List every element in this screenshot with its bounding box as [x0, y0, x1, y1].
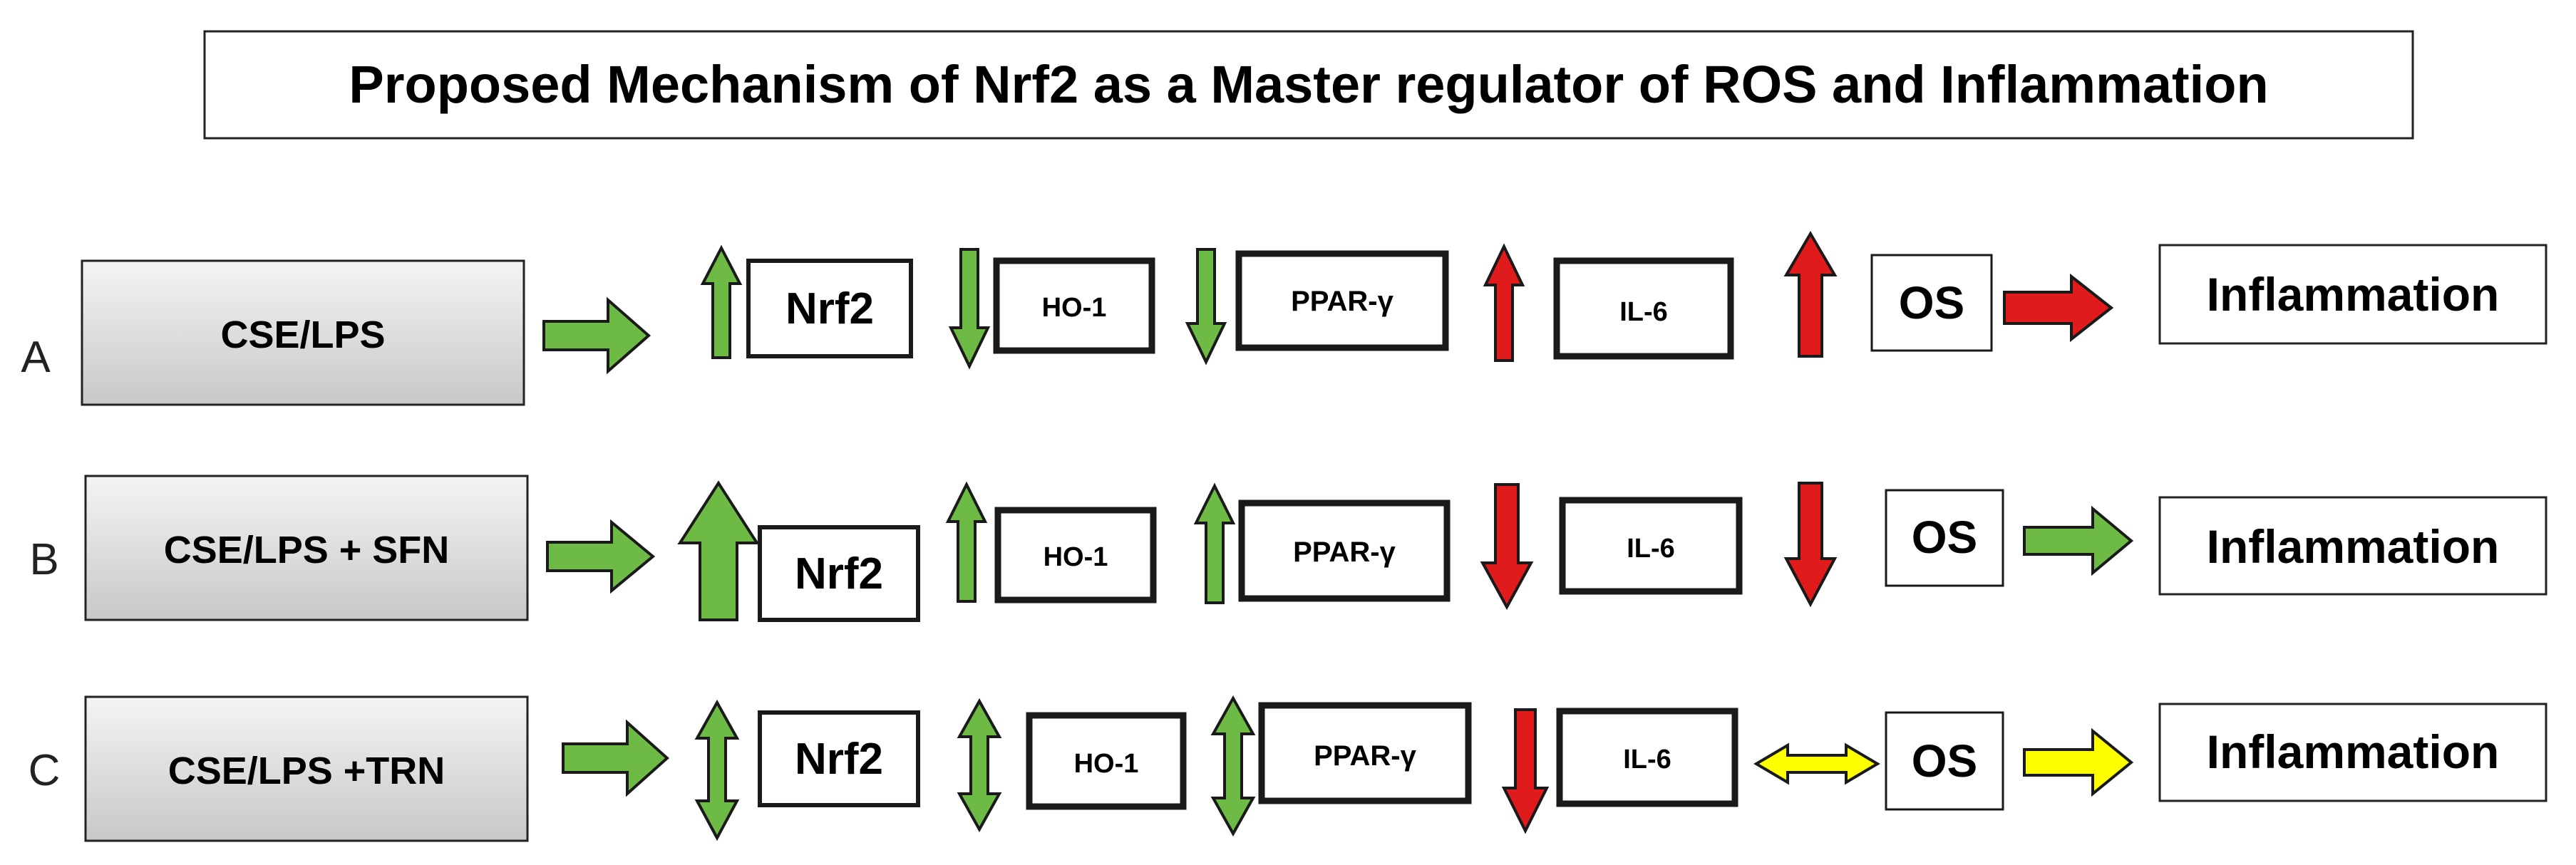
node-box	[1885, 489, 2004, 587]
row-label: C	[29, 746, 61, 795]
node-box	[1870, 254, 1993, 352]
node-label: HO-1	[1074, 749, 1139, 779]
node-box	[1556, 708, 1738, 807]
node-label: PPAR-γ	[1314, 740, 1416, 772]
green-down-arrow-icon	[1185, 248, 1227, 366]
node-label: IL-6	[1619, 297, 1668, 327]
green-up-arrow-icon	[945, 481, 988, 603]
treatment-box	[81, 259, 525, 406]
node-label: OS	[1912, 512, 1977, 563]
treatment-label: CSE/LPS +TRN	[168, 750, 445, 792]
outcome-label: Inflammation	[2207, 725, 2500, 778]
treatment-label: CSE/LPS	[220, 314, 385, 356]
green-up-down-arrow-icon	[694, 699, 740, 841]
outcome-box	[2158, 496, 2547, 596]
node-box	[1885, 711, 2004, 811]
node-box	[1258, 702, 1472, 804]
row-label: B	[29, 535, 58, 584]
outcome-label: Inflammation	[2207, 520, 2500, 573]
outcome-label: Inflammation	[2207, 268, 2500, 321]
red-up-arrow-icon	[1783, 231, 1838, 358]
red-down-arrow-icon	[1783, 482, 1838, 608]
node-box	[993, 257, 1155, 354]
node-label: OS	[1899, 277, 1964, 328]
green-up-arrow-icon	[1193, 482, 1236, 604]
node-box	[1235, 250, 1449, 351]
row-label: A	[21, 333, 51, 382]
green-up-down-arrow-icon	[957, 698, 1002, 833]
green-right-arrow-icon	[562, 719, 670, 797]
outcome-box	[2158, 703, 2547, 802]
node-box	[994, 507, 1157, 604]
node-box	[1026, 712, 1187, 810]
green-down-arrow-icon	[948, 248, 991, 370]
node-box	[746, 259, 913, 358]
node-box	[1553, 257, 1734, 360]
node-box	[758, 525, 920, 622]
node-label: PPAR-γ	[1293, 537, 1396, 568]
yellow-right-arrow-icon	[2023, 727, 2134, 797]
row-a: A CSE/LPS Nrf2 HO-1 PPAR-γ IL-6 OS Infla…	[21, 231, 2547, 406]
treatment-box	[84, 475, 529, 621]
node-label: OS	[1912, 735, 1977, 787]
green-up-arrow-icon	[700, 244, 743, 359]
node-label: PPAR-γ	[1291, 286, 1393, 317]
red-right-arrow-icon	[2003, 273, 2114, 343]
node-label: HO-1	[1042, 293, 1107, 323]
green-right-arrow-icon	[2023, 505, 2134, 576]
green-right-arrow-icon	[542, 296, 651, 375]
row-c: C CSE/LPS +TRN Nrf2 HO-1 PPAR-γ IL-6 OS …	[29, 695, 2547, 842]
green-up-down-arrow-icon	[1210, 695, 1256, 837]
title-box	[203, 30, 2414, 140]
title: Proposed Mechanism of Nrf2 as a Master r…	[349, 55, 2268, 114]
node-label: IL-6	[1627, 534, 1675, 564]
red-down-arrow-icon	[1480, 483, 1534, 611]
treatment-box	[84, 695, 529, 842]
node-label: Nrf2	[795, 549, 883, 599]
node-box	[1238, 499, 1451, 602]
red-up-arrow-icon	[1483, 243, 1525, 362]
green-right-arrow-icon	[546, 519, 656, 594]
node-label: Nrf2	[795, 735, 883, 784]
node-box	[758, 710, 920, 807]
treatment-label: CSE/LPS + SFN	[164, 529, 450, 571]
green-up-large-arrow-icon	[677, 480, 760, 621]
node-label: HO-1	[1044, 542, 1108, 572]
node-label: IL-6	[1623, 745, 1671, 775]
yellow-left-right-arrow-icon	[1753, 742, 1880, 785]
node-box	[1559, 497, 1743, 595]
red-down-arrow-icon	[1501, 708, 1550, 834]
row-b: B CSE/LPS + SFN Nrf2 HO-1 PPAR-γ IL-6 OS…	[29, 475, 2547, 622]
outcome-box	[2158, 244, 2547, 345]
node-label: Nrf2	[785, 284, 874, 333]
